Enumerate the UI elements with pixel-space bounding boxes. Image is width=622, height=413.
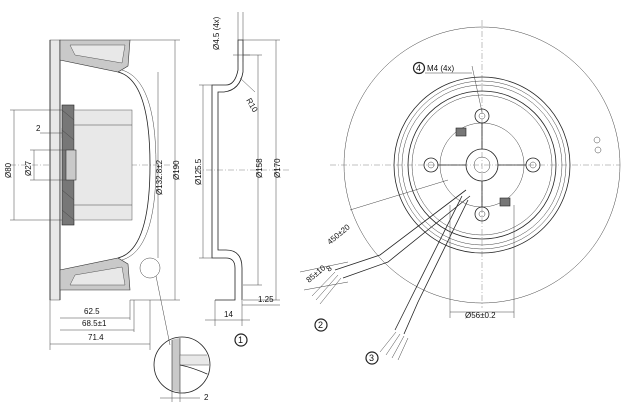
side-view: Ø190 Ø132.8±2 Ø80 Ø27 2 62.5 68.5±1 71.4 xyxy=(4,39,181,350)
dim-r10-label: R10 xyxy=(244,97,259,115)
callout-3-label: 3 xyxy=(369,353,374,363)
dim-14-label: 14 xyxy=(224,310,233,319)
callout-2-label: 2 xyxy=(318,320,323,330)
callout-3-circle xyxy=(365,351,379,365)
dim-685-label: 68.5±1 xyxy=(82,319,107,328)
dim-d132-label: Ø132.8±2 xyxy=(155,159,164,195)
dim-d27-label: Ø27 xyxy=(24,160,33,176)
dim-625-label: 62.5 xyxy=(84,307,100,316)
dim-125-label: 1.25 xyxy=(258,295,274,304)
dim-d1255-label: Ø125.5 xyxy=(194,158,203,185)
dim-d190-label: Ø190 xyxy=(172,160,181,180)
callout-4-label: 4 xyxy=(416,63,421,73)
dim-d56-label: Ø56±0.2 xyxy=(465,311,496,320)
dim-450-label: 450±20 xyxy=(326,222,353,246)
dim-8-label: 8 xyxy=(325,263,335,273)
thread-m4-label: M4 (4x) xyxy=(427,64,454,73)
callout-1-label: 1 xyxy=(238,335,243,345)
callout-1-circle xyxy=(234,333,248,347)
callout-2-circle xyxy=(314,318,328,332)
ring-section-view: Ø4.5 (4x) R10 Ø125.5 Ø158 Ø170 1.25 14 1 xyxy=(194,12,290,347)
detail-dim-2-label: 2 xyxy=(204,393,209,402)
dim-2-top-label: 2 xyxy=(36,124,41,133)
dim-d45-label: Ø4.5 (4x) xyxy=(212,16,221,50)
dim-d80-label: Ø80 xyxy=(4,162,13,178)
callout-4-circle xyxy=(412,61,426,75)
dim-d170-label: Ø170 xyxy=(273,158,282,178)
dim-714-label: 71.4 xyxy=(88,333,104,342)
detail-view: 2 xyxy=(153,336,211,402)
dim-d158-label: Ø158 xyxy=(255,158,264,178)
front-view: 4 M4 (4x) 450±20 85±10 8 Ø56±0.2 2 xyxy=(299,20,621,365)
